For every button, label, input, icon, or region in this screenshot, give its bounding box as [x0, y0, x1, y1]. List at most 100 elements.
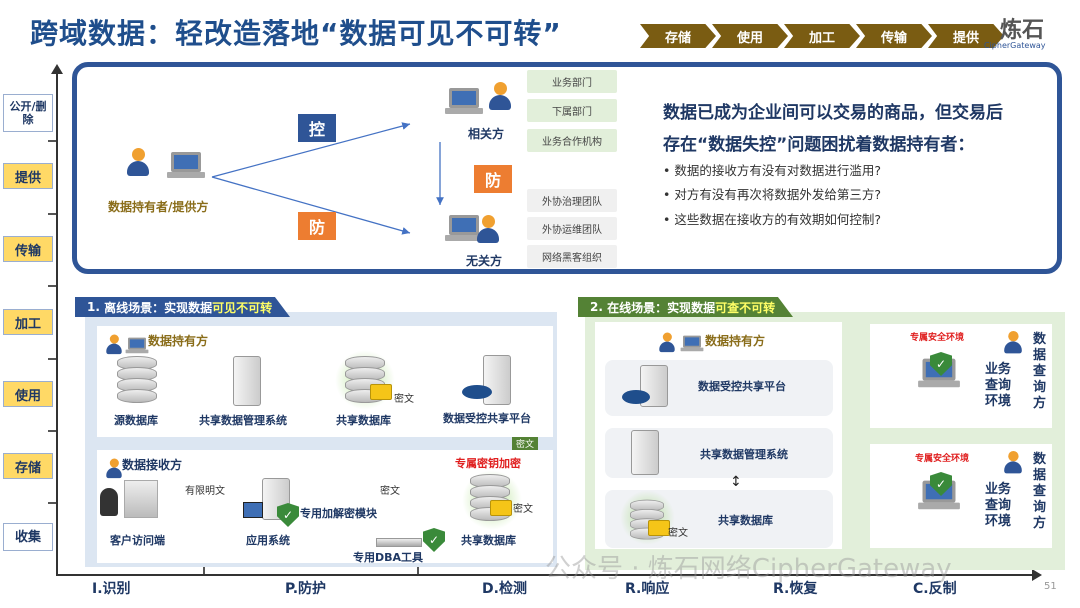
stage-use: 使用 — [3, 381, 53, 407]
unrelated-item: 外协运维团队 — [527, 217, 617, 240]
database-icon — [630, 499, 664, 541]
axis-tick — [48, 358, 56, 360]
bullet-text: 对方有没有再次将数据外发给第三方? — [674, 187, 881, 202]
section-number: 1. — [87, 300, 100, 314]
owner-label: 数据持有者/提供方 — [108, 200, 209, 214]
holder-box — [97, 326, 553, 437]
lock-icon — [490, 500, 512, 516]
chevron-process: 加工 — [784, 24, 860, 48]
axis-tick — [48, 285, 56, 287]
bullet-text: 这些数据在接收方的有效期如何控制? — [674, 212, 881, 227]
stage-storage: 存储 — [3, 453, 53, 479]
section-title: 离线场景：实现数据 — [104, 300, 213, 315]
lifecycle-axis — [56, 70, 58, 576]
axis-tick — [48, 502, 56, 504]
unrelated-laptop-icon — [445, 215, 483, 243]
logo: 炼石 — [1000, 18, 1045, 43]
dba-tool-icon — [376, 538, 422, 547]
holder-label: 数据持有方 — [705, 334, 766, 348]
page-title: 跨域数据：轻改造落地“数据可见不可转” — [30, 17, 562, 50]
exclusive-key-label: 专属密钥加密 — [455, 457, 521, 470]
laptop-icon — [680, 335, 704, 353]
limited-plaintext-label: 有限明文 — [185, 486, 225, 497]
shared-db-label: 共享数据库 — [461, 534, 516, 547]
phase-counter: C.反制 — [913, 581, 957, 597]
watermark: 公众号 · 炼石网络CipherGateway — [545, 554, 952, 584]
owner-person-icon — [125, 148, 151, 178]
cipher-label: 密文 — [513, 504, 533, 515]
database-icon — [117, 356, 157, 404]
axis-tick — [48, 213, 56, 215]
section-title: 在线场景：实现数据 — [607, 300, 716, 315]
unrelated-item: 外协治理团队 — [527, 189, 617, 212]
node-label: 数据受控共享平台 — [443, 412, 531, 425]
cipher-down-arrow: 密文 — [512, 437, 539, 450]
node-label: 共享数据管理系统 — [199, 414, 287, 427]
phase-recover: R.恢复 — [773, 581, 818, 597]
phase-respond: R.响应 — [625, 581, 670, 597]
person-icon — [658, 332, 676, 354]
stage-process: 加工 — [3, 309, 53, 335]
axis-arrow-icon — [1032, 569, 1042, 581]
owner-laptop-icon — [167, 152, 205, 180]
client-label: 客户访问端 — [110, 534, 165, 547]
online-header: 2. 在线场景：实现数据可查不可转 — [578, 297, 793, 317]
section-highlight: 可查不可转 — [715, 300, 776, 315]
shield-check-icon: ✓ — [277, 503, 299, 527]
party-label: 数据查询方 — [1033, 452, 1047, 531]
bullet-item: • 对方有没有再次将数据外发给第三方? — [663, 187, 881, 202]
query-env-box — [870, 444, 1052, 548]
problem-statement: 存在“数据失控”问题困扰着数据持有者： — [663, 135, 975, 155]
row-label: 共享数据管理系统 — [700, 448, 788, 461]
control-tag: 控 — [298, 114, 336, 142]
query-env-box — [870, 324, 1052, 428]
chevron-transfer: 传输 — [856, 24, 932, 48]
person-icon — [105, 458, 123, 480]
client-computer-icon — [124, 480, 158, 518]
related-party-label: 相关方 — [468, 127, 505, 141]
laptop-icon — [125, 337, 149, 355]
ipdrrc-axis — [56, 574, 1036, 576]
person-icon — [1003, 331, 1024, 355]
receiver-label: 数据接收方 — [122, 458, 183, 472]
logo-text: CipherGateway — [984, 41, 1046, 50]
axis-tick — [48, 140, 56, 142]
stage-transfer: 传输 — [3, 236, 53, 262]
bullet-item: • 这些数据在接收方的有效期如何控制? — [663, 212, 881, 227]
lock-icon — [370, 384, 392, 400]
env-label: 业务查询环境 — [985, 362, 1012, 409]
person-icon — [1003, 451, 1024, 475]
bullet-item: • 数据的接收方有没有对数据进行滥用? — [663, 163, 881, 178]
phase-identify: I.识别 — [92, 581, 131, 597]
env-label: 业务查询环境 — [985, 482, 1012, 529]
related-item: 业务合作机构 — [527, 129, 617, 152]
lock-icon — [648, 520, 670, 536]
axis-arrow-icon — [51, 64, 63, 74]
person-icon — [105, 334, 123, 356]
holder-label: 数据持有方 — [148, 334, 209, 348]
offline-header: 1. 离线场景：实现数据可见不可转 — [75, 297, 290, 317]
unrelated-party-label: 无关方 — [466, 254, 503, 268]
bullet-text: 数据的接收方有没有对数据进行滥用? — [674, 163, 881, 178]
app-window-icon — [243, 502, 263, 518]
server-icon — [631, 430, 659, 475]
stage-public-delete: 公开/删除 — [3, 94, 53, 132]
section-number: 2. — [590, 300, 603, 314]
shield-check-icon: ✓ — [930, 352, 952, 376]
chevron-provide: 提供 — [928, 24, 1004, 48]
problem-statement: 数据已成为企业间可以交易的商品，但交易后 — [663, 103, 1003, 123]
axis-tick — [48, 430, 56, 432]
bidirectional-arrow-icon: ↕ — [730, 474, 742, 490]
shield-check-icon: ✓ — [930, 472, 952, 496]
axis-tick — [203, 566, 205, 574]
defend-tag: 防 — [298, 212, 336, 240]
chevron-storage: 存储 — [640, 24, 716, 48]
cipher-link-label: 密文 — [380, 486, 400, 497]
secure-env-label: 专属安全环境 — [910, 333, 965, 343]
phase-protect: P.防护 — [285, 581, 327, 597]
stage-provide: 提供 — [3, 163, 53, 189]
stage-collect: 收集 — [3, 523, 53, 551]
node-label: 共享数据库 — [336, 414, 391, 427]
party-label: 数据查询方 — [1033, 332, 1047, 411]
node-label: 源数据库 — [114, 414, 158, 427]
